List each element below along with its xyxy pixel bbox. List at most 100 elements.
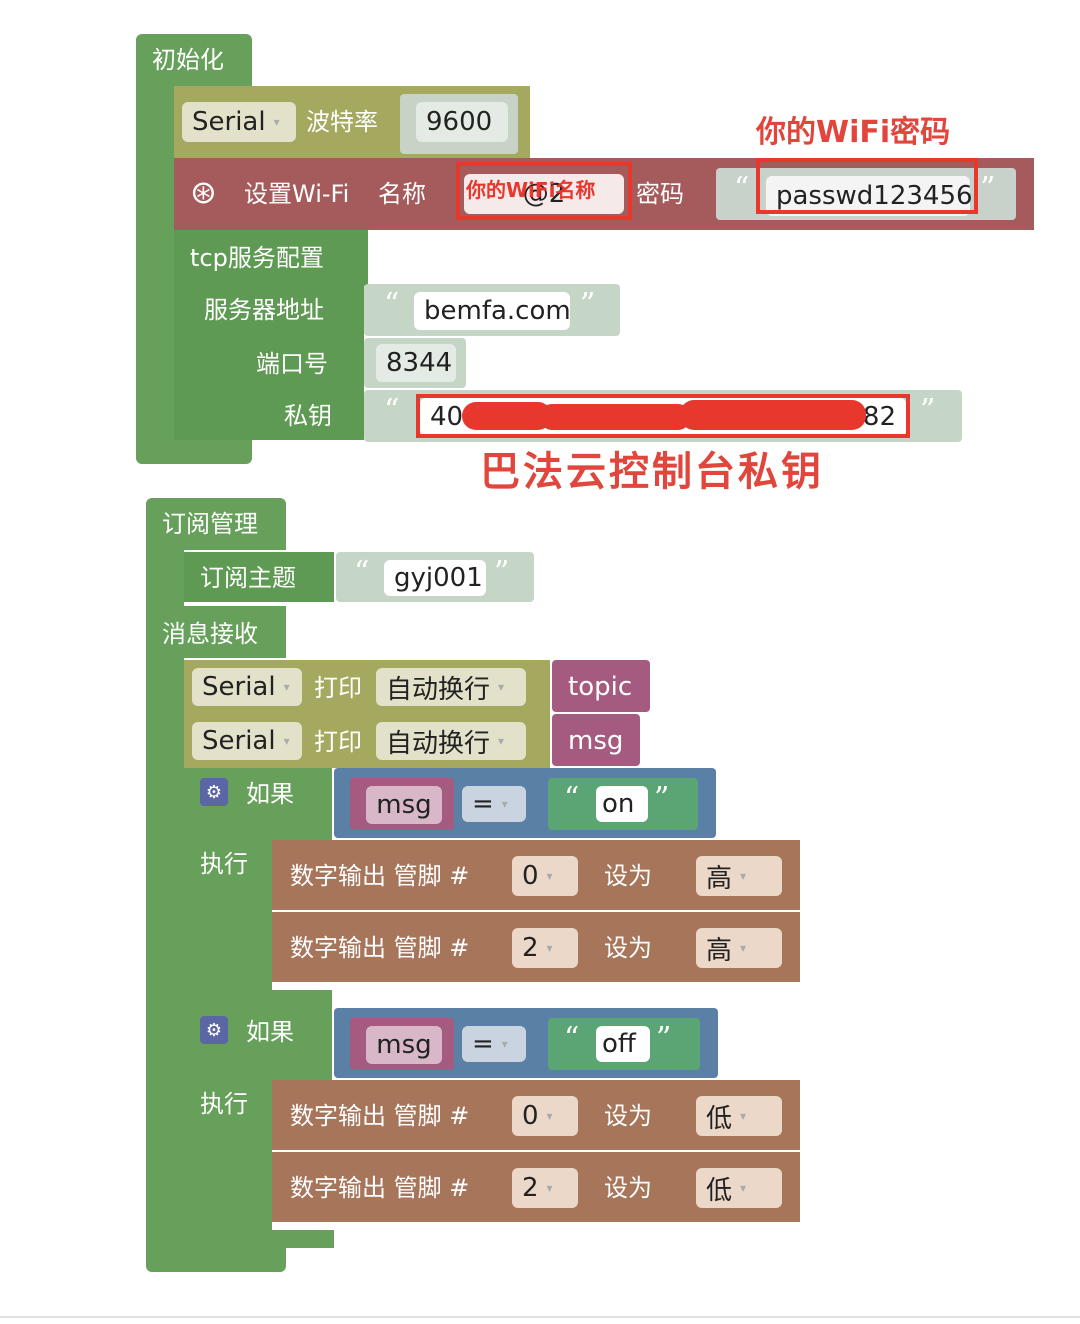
do-label: 执行 (200, 1090, 248, 1118)
close-quote-icon: ” (494, 555, 510, 590)
level-dropdown[interactable]: 低▾ (696, 1096, 782, 1136)
chevron-down-icon: ▾ (546, 1109, 553, 1123)
pin-dropdown[interactable]: 0▾ (512, 1096, 578, 1136)
topic-block[interactable] (184, 552, 334, 602)
wifi-icon: ⊛ (190, 173, 217, 211)
server-label: 服务器地址 (204, 296, 324, 324)
pin-dropdown[interactable]: 2▾ (512, 928, 578, 968)
if-label: 如果 (246, 780, 294, 808)
if1-footer (184, 990, 332, 1006)
chevron-down-icon: ▾ (273, 115, 280, 129)
set-label: 设为 (604, 934, 652, 962)
set-label: 设为 (604, 1102, 652, 1130)
print-label: 打印 (314, 728, 362, 756)
level-value: 低 (706, 1103, 733, 1134)
bottom-divider (0, 1316, 1080, 1318)
chevron-down-icon: ▾ (501, 797, 508, 811)
tcp-body[interactable] (174, 286, 364, 440)
do-label: 执行 (200, 850, 248, 878)
compare-value[interactable]: on (596, 786, 648, 822)
operator-dropdown[interactable]: =▾ (462, 1026, 526, 1062)
init-header (136, 34, 252, 86)
gear-icon[interactable]: ⚙ (200, 778, 228, 806)
recv-label: 消息接收 (162, 620, 258, 648)
server-input[interactable]: bemfa.com (414, 292, 571, 330)
sub-header (146, 498, 286, 550)
topic-input[interactable]: gyj001 (384, 560, 486, 596)
password-note: 你的WiFi密码 (756, 115, 951, 150)
chevron-down-icon: ▾ (546, 869, 553, 883)
wifi-pwd-label: 密码 (636, 180, 684, 208)
init-spine (136, 80, 174, 450)
password-input[interactable]: passwd123456 (766, 176, 973, 216)
if-label: 如果 (246, 1018, 294, 1046)
print-port-dropdown[interactable]: Serial▾ (192, 722, 302, 760)
open-quote-icon: “ (564, 1021, 580, 1056)
pin-dropdown[interactable]: 2▾ (512, 1168, 578, 1208)
print-mode-value: 自动换行 (386, 674, 491, 705)
open-quote-icon: “ (564, 781, 580, 816)
chevron-down-icon: ▾ (546, 941, 553, 955)
serial-port-dropdown[interactable]: Serial▾ (182, 102, 296, 142)
sub-title: 订阅管理 (162, 510, 258, 538)
print-label: 打印 (314, 674, 362, 702)
tcp-header (174, 230, 368, 286)
pin-value: 2 (522, 1173, 539, 1203)
ssid-input[interactable]: @2 (464, 174, 624, 214)
recv-header (146, 606, 286, 658)
if-var: msg (366, 786, 442, 824)
redaction-mark (540, 404, 690, 430)
print-port-dropdown[interactable]: Serial ▾ (192, 668, 302, 706)
pin-value: 0 (522, 861, 539, 891)
level-value: 低 (706, 1175, 733, 1206)
digital-out-label: 数字输出 管脚 # (290, 1174, 470, 1202)
password-highlight-box (756, 158, 978, 214)
print-mode-dropdown[interactable]: 自动换行 ▾ (376, 722, 526, 760)
print-port-value: Serial (202, 672, 276, 702)
open-quote-icon: “ (384, 287, 400, 322)
key-start: 40 (430, 402, 464, 432)
gear-icon[interactable]: ⚙ (200, 1016, 228, 1044)
print-mode-dropdown[interactable]: 自动换行 ▾ (376, 668, 526, 706)
topic-variable[interactable] (552, 660, 650, 712)
wifi-label: 设置Wi-Fi (244, 180, 350, 208)
pin-value: 0 (522, 1101, 539, 1131)
chevron-down-icon: ▾ (740, 1109, 747, 1123)
baud-label: 波特率 (306, 108, 378, 136)
pin-dropdown[interactable]: 0▾ (512, 856, 578, 896)
level-dropdown[interactable]: 低▾ (696, 1168, 782, 1208)
digital-out-label: 数字输出 管脚 # (290, 934, 470, 962)
chevron-down-icon: ▾ (498, 680, 505, 694)
key-highlight-box (416, 394, 910, 438)
topic-variable-label: topic (568, 672, 633, 702)
level-dropdown[interactable]: 高▾ (696, 928, 782, 968)
chevron-down-icon: ▾ (740, 1181, 747, 1195)
operator-dropdown[interactable]: =▾ (462, 786, 526, 822)
chevron-down-icon: ▾ (501, 1037, 508, 1051)
level-dropdown[interactable]: 高▾ (696, 856, 782, 896)
chevron-down-icon: ▾ (740, 869, 747, 883)
open-quote-icon: “ (384, 393, 400, 428)
msg-variable[interactable] (552, 714, 640, 766)
init-footer (136, 440, 252, 464)
digital-out-label: 数字输出 管脚 # (290, 1102, 470, 1130)
wifi-name-label: 名称 (378, 180, 426, 208)
port-input[interactable]: 8344 (376, 344, 456, 382)
port-label: 端口号 (256, 350, 328, 378)
set-label: 设为 (604, 1174, 652, 1202)
chevron-down-icon: ▾ (498, 734, 505, 748)
redaction-mark (680, 400, 866, 430)
msg-variable-label: msg (568, 726, 624, 756)
compare-value[interactable]: off (596, 1026, 650, 1062)
ssid-highlight-box (456, 162, 632, 220)
close-quote-icon: ” (980, 171, 996, 206)
close-quote-icon: ” (580, 287, 596, 322)
print-mode-value: 自动换行 (386, 728, 491, 759)
chevron-down-icon: ▾ (740, 941, 747, 955)
recv-spine (146, 656, 184, 1256)
close-quote-icon: ” (656, 1021, 672, 1056)
chevron-down-icon: ▾ (546, 1181, 553, 1195)
topic-label: 订阅主题 (200, 564, 296, 592)
chevron-down-icon: ▾ (283, 680, 290, 694)
baud-value[interactable]: 9600 (416, 102, 508, 142)
